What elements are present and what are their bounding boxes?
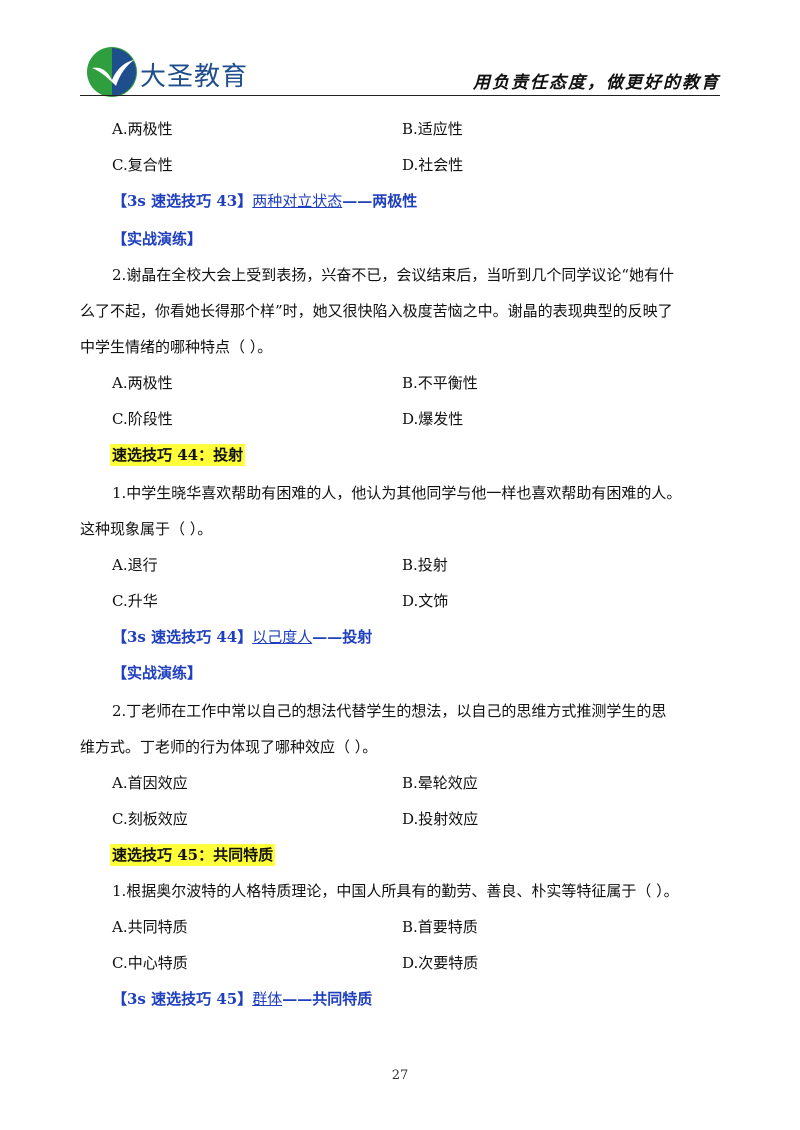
page-number: 27 [391, 1068, 409, 1083]
question-text: 中学生情绪的哪种特点（ ）。 [80, 338, 273, 356]
question-text: 这种现象属于（ ）。 [80, 520, 213, 538]
bird-logo-icon [87, 47, 137, 97]
tip-answer: ——投射 [312, 628, 373, 646]
tip-keyword: 以己度人 [252, 628, 313, 646]
option-d: D.投射效应 [402, 810, 479, 828]
practice-label: 【实战演练】 [112, 664, 203, 682]
option-b: B.首要特质 [402, 918, 478, 936]
option-d: D.社会性 [402, 156, 464, 174]
option-a: A.两极性 [112, 374, 173, 392]
page-header: 大圣教育 用负责任态度，做更好的教育 [80, 38, 720, 97]
option-b: B.适应性 [402, 120, 463, 138]
quick-tip-45: 【3s 速选技巧 45】群体——共同特质 [112, 988, 372, 1010]
tip-prefix: 【3s 速选技巧 43】 [112, 192, 253, 210]
option-a: A.首因效应 [112, 774, 188, 792]
option-d: D.次要特质 [402, 954, 479, 972]
option-c: C.复合性 [112, 156, 173, 174]
quick-tip-43: 【3s 速选技巧 43】两种对立状态——两极性 [112, 190, 417, 212]
option-a: A.退行 [112, 556, 158, 574]
tip-prefix: 【3s 速选技巧 44】 [112, 628, 253, 646]
question-text: 1.中学生晓华喜欢帮助有困难的人，他认为其他同学与他一样也喜欢帮助有困难的人。 [112, 484, 682, 502]
tip-prefix: 【3s 速选技巧 45】 [112, 990, 253, 1008]
option-c: C.刻板效应 [112, 810, 188, 828]
practice-label: 【实战演练】 [112, 230, 203, 248]
section-heading: 速选技巧 45：共同特质 [110, 844, 276, 866]
question-text: 么了不起，你看她长得那个样”时，她又很快陷入极度苦恼之中。谢晶的表现典型的反映了 [80, 302, 673, 320]
option-c: C.升华 [112, 592, 158, 610]
header-slogan: 用负责任态度，做更好的教育 [473, 73, 720, 93]
tip-answer: ——共同特质 [282, 990, 373, 1008]
question-text: 2.丁老师在工作中常以自己的想法代替学生的想法，以自己的思维方式推测学生的思 [112, 702, 667, 720]
option-d: D.爆发性 [402, 410, 464, 428]
option-b: B.不平衡性 [402, 374, 478, 392]
tip-keyword: 群体 [252, 990, 283, 1008]
section-heading: 速选技巧 44：投射 [110, 444, 246, 466]
brand-name: 大圣教育 [140, 62, 249, 92]
tip-keyword: 两种对立状态 [252, 192, 343, 210]
quick-tip-44: 【3s 速选技巧 44】以己度人——投射 [112, 626, 372, 648]
option-b: B.晕轮效应 [402, 774, 478, 792]
option-a: A.共同特质 [112, 918, 188, 936]
option-c: C.阶段性 [112, 410, 173, 428]
option-a: A.两极性 [112, 120, 173, 138]
option-c: C.中心特质 [112, 954, 188, 972]
question-text: 2.谢晶在全校大会上受到表扬，兴奋不已，会议结束后，当听到几个同学议论“她有什 [112, 266, 674, 284]
question-text: 维方式。丁老师的行为体现了哪种效应（ ）。 [80, 738, 378, 756]
question-text: 1.根据奥尔波特的人格特质理论，中国人所具有的勤劳、善良、朴实等特征属于（ ）。 [112, 882, 679, 900]
option-d: D.文饰 [402, 592, 449, 610]
tip-answer: ——两极性 [342, 192, 418, 210]
header-divider [80, 95, 720, 96]
option-b: B.投射 [402, 556, 448, 574]
